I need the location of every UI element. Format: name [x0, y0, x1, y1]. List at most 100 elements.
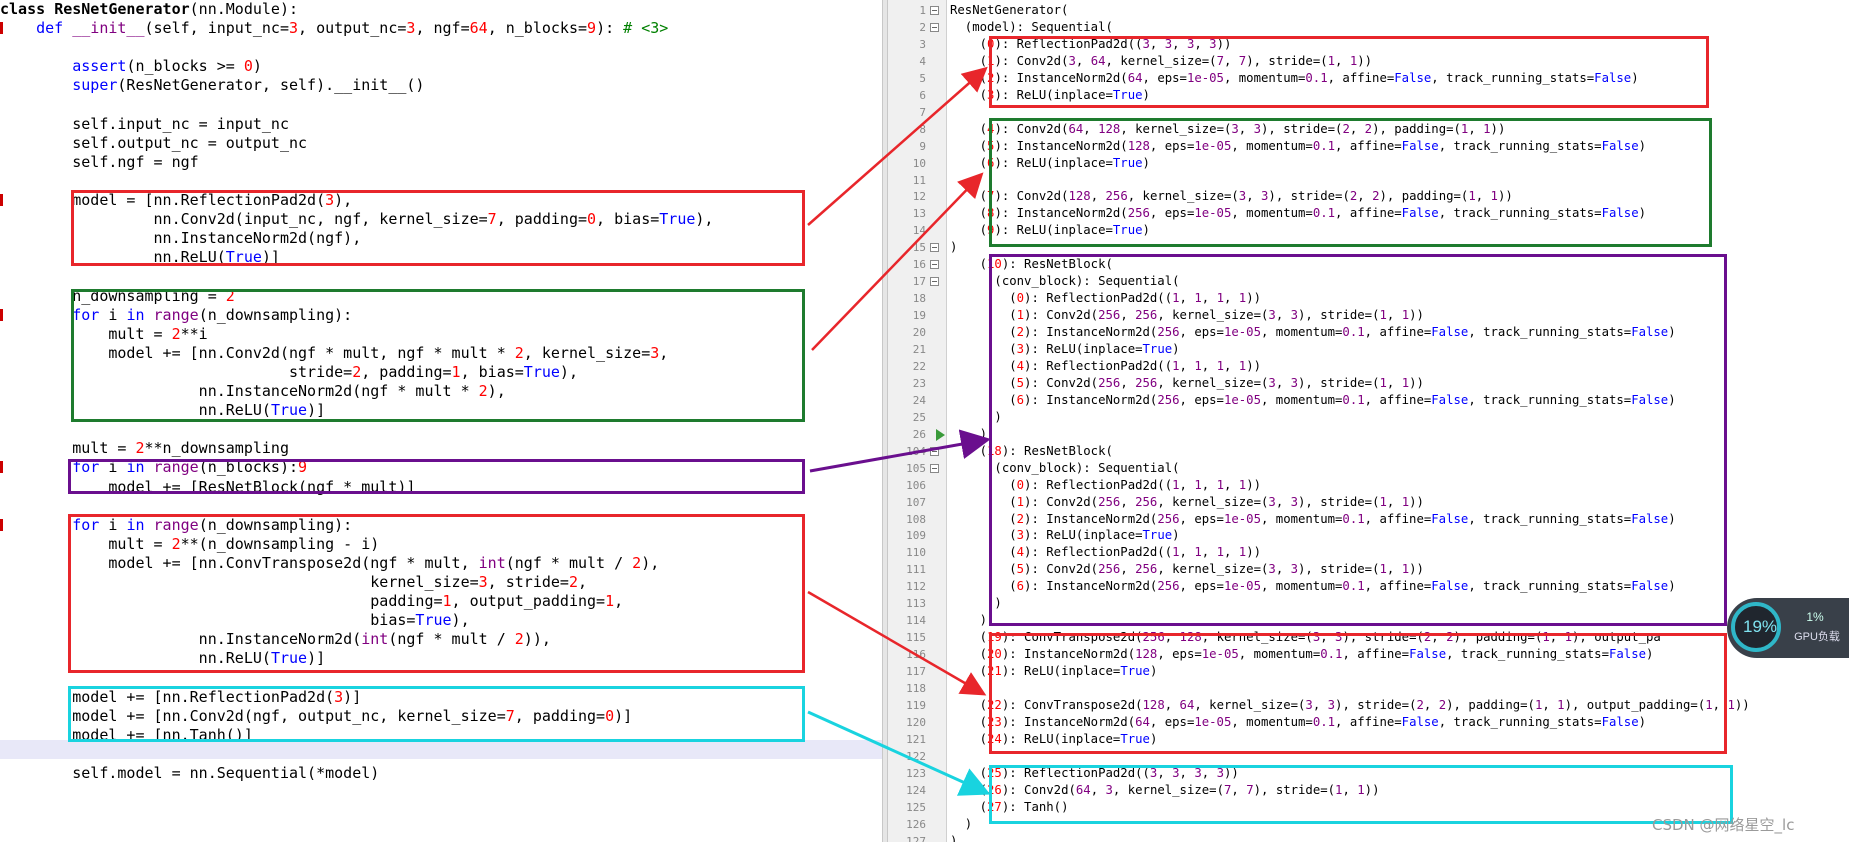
line-number: 10	[912, 156, 926, 170]
output-token: , kernel_size=(	[1120, 121, 1232, 136]
output-token: ,	[1386, 562, 1402, 577]
output-token: (	[950, 714, 988, 729]
code-token: 3	[406, 19, 416, 38]
fold-toggle-icon[interactable]	[930, 22, 939, 32]
output-token: (	[950, 664, 988, 679]
output-token: 3	[1016, 528, 1025, 543]
code-token: 7	[505, 706, 515, 725]
box-right-resblocks	[989, 254, 1727, 626]
line-number: 107	[906, 495, 926, 509]
output-token: (	[950, 155, 988, 170]
code-token: (n_downsampling):	[198, 305, 353, 324]
output-token: 6	[1016, 392, 1025, 407]
output-token: , track_running_stats=	[1468, 392, 1632, 407]
output-token: ,	[1120, 375, 1136, 390]
output-token: 64	[1090, 53, 1106, 68]
output-token: (	[950, 799, 988, 814]
output-token: , track_running_stats=	[1438, 206, 1602, 221]
output-token: )	[1631, 70, 1639, 85]
line-number: 6	[919, 88, 926, 102]
gpu-monitor-widget[interactable]: 19% 1% GPU负载	[1727, 598, 1849, 658]
code-token: , kernel_size=	[523, 343, 651, 362]
code-token: in	[126, 458, 154, 477]
output-token: 7	[1246, 782, 1254, 797]
line-number: 110	[906, 546, 926, 560]
output-token: , eps=	[1149, 206, 1195, 221]
output-token: 2	[1342, 121, 1350, 136]
output-token: , affine=	[1335, 206, 1402, 221]
output-token: 3	[1186, 36, 1195, 51]
output-token: 1	[1401, 308, 1410, 323]
fold-toggle-icon[interactable]	[930, 446, 939, 456]
code-line: nn.ReLU(True)]	[0, 248, 280, 267]
output-token: False	[1631, 511, 1669, 526]
output-token: False	[1431, 392, 1469, 407]
code-token: , bias=	[460, 362, 524, 381]
output-token: ))	[1246, 291, 1261, 306]
output-token: ): ReLU(inplace=	[1001, 664, 1121, 679]
output-token: ,	[1549, 630, 1565, 645]
output-line: (6): InstanceNorm2d(256, eps=1e-05, mome…	[950, 578, 1676, 595]
output-token: 2	[1364, 121, 1373, 136]
output-token: (	[950, 257, 988, 272]
output-token: ), stride=(	[1253, 782, 1336, 797]
output-token: ,	[1320, 630, 1336, 645]
output-token: (	[950, 477, 1017, 492]
line-number: 22	[912, 359, 926, 373]
fold-toggle-icon[interactable]	[930, 463, 939, 473]
line-number: 1	[919, 4, 926, 17]
output-token: ,	[1223, 477, 1239, 492]
output-token: 256	[1135, 375, 1158, 390]
line-number: 18	[912, 292, 926, 306]
output-token: ), stride=(	[1298, 308, 1380, 323]
output-token: ): ReflectionPad2d((	[1024, 291, 1173, 306]
output-token: False	[1601, 138, 1639, 153]
output-token: 3	[1016, 342, 1025, 356]
code-token: True	[523, 362, 560, 381]
output-token: 1	[1172, 358, 1180, 373]
output-token: , affine=	[1364, 392, 1432, 407]
line-number: 123	[906, 766, 926, 780]
output-token: ), stride=(	[1246, 53, 1328, 68]
code-token: )]	[261, 248, 280, 267]
output-token: ))	[1357, 53, 1373, 68]
fold-toggle-icon[interactable]	[930, 6, 939, 15]
output-token: , eps=	[1149, 714, 1195, 729]
change-marker	[0, 194, 3, 206]
output-token: , track_running_stats=	[1468, 325, 1632, 340]
output-token: 1	[1194, 477, 1202, 492]
box-left-output-block	[68, 686, 805, 742]
output-token: )	[1142, 87, 1150, 102]
code-token: 3	[478, 573, 488, 591]
output-token: False	[1631, 392, 1669, 407]
line-number: 117	[906, 665, 926, 679]
output-token: , affine=	[1364, 511, 1432, 526]
watermark: CSDN @网络星空_lc	[1652, 816, 1795, 834]
output-token: 1	[1557, 697, 1565, 712]
line-number: 105	[906, 461, 926, 475]
output-token: 1	[1194, 545, 1202, 560]
gpu-load-label: GPU负载	[1794, 631, 1840, 643]
fold-toggle-icon[interactable]	[930, 277, 939, 287]
output-token: , eps=	[1157, 647, 1202, 662]
output-token: ,	[1164, 630, 1180, 645]
output-token: 3	[1164, 36, 1173, 51]
output-token: 0.1	[1342, 325, 1365, 340]
output-token: 3	[1149, 765, 1158, 780]
line-number: 120	[906, 715, 926, 729]
output-token: (conv_block): Sequential(	[950, 274, 1180, 289]
fold-toggle-icon[interactable]	[930, 260, 939, 270]
output-token: , kernel_size=(	[1194, 697, 1306, 712]
output-token: 1	[1216, 545, 1224, 560]
output-token: 128	[1142, 697, 1165, 712]
output-token: ,	[1386, 494, 1402, 509]
fold-toggle-icon[interactable]	[930, 243, 939, 253]
output-line: (conv_block): Sequential(	[950, 273, 1180, 290]
output-token: 1e-05	[1194, 138, 1232, 153]
pane-splitter[interactable]	[882, 0, 888, 842]
box-right-downsampling	[989, 118, 1712, 247]
output-token: ))	[1246, 477, 1261, 492]
output-token: )	[1668, 579, 1676, 594]
output-token: 1	[1335, 782, 1343, 797]
output-line: (model): Sequential(	[950, 19, 1113, 36]
